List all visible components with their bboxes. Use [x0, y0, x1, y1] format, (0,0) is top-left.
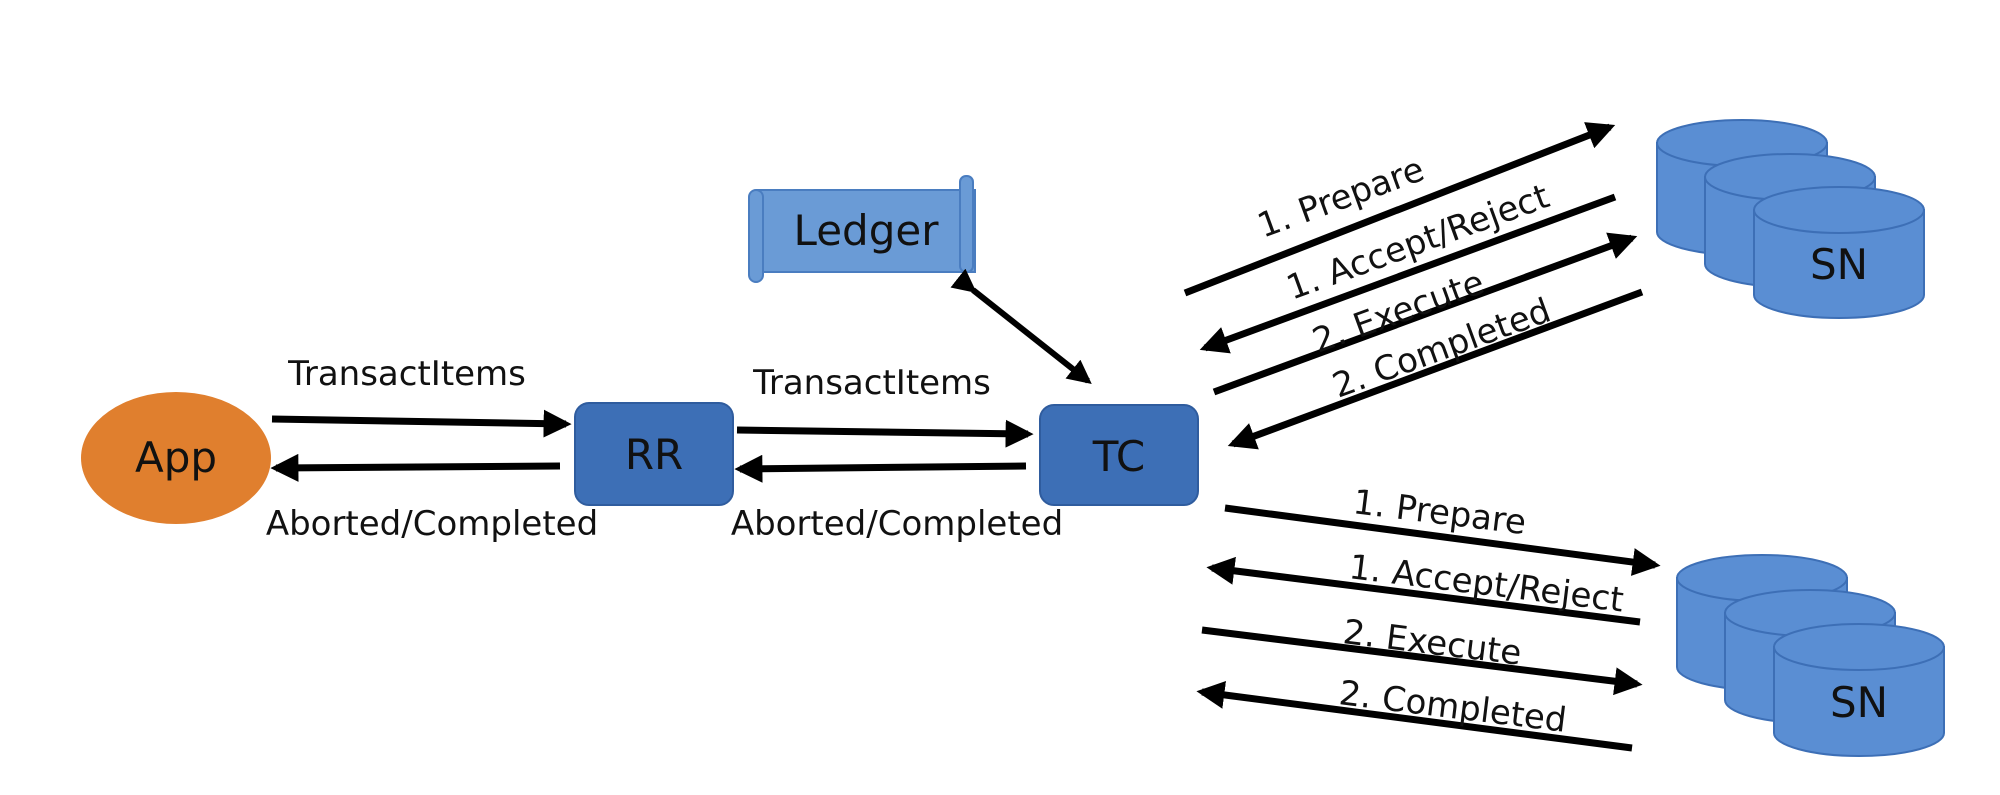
tc-node: TC [1039, 404, 1199, 506]
app-node: App [81, 392, 271, 524]
top-accept-arrow [1199, 193, 1617, 354]
top-prepare-arrow [1183, 122, 1616, 297]
ledger-tc-arrow [950, 268, 1092, 384]
bottom-completed-label: 2. Completed [1337, 673, 1569, 741]
top-completed-arrow [1227, 288, 1644, 450]
tc-label: TC [1092, 432, 1146, 481]
sn-top-label: SN [1810, 240, 1868, 289]
sn-bottom-label: SN [1830, 678, 1888, 727]
app-rr-request-arrow [271, 409, 572, 438]
top-execute-arrow [1212, 232, 1638, 396]
app-rr-response-arrow [270, 453, 561, 482]
rr-label: RR [625, 430, 683, 479]
app-label: App [135, 433, 217, 482]
app-rr-response-label: Aborted/Completed [266, 504, 598, 544]
rr-node: RR [574, 402, 734, 506]
bottom-completed-arrow [1196, 681, 1633, 752]
rr-tc-response-arrow [734, 454, 1027, 483]
rr-tc-request-label: TransactItems [752, 363, 991, 403]
rr-tc-request-arrow [736, 419, 1034, 448]
sn-bottom-node: SN [1676, 554, 1945, 757]
bottom-accept-arrow [1206, 556, 1641, 626]
rr-tc-response-label: Aborted/Completed [731, 504, 1063, 544]
bottom-execute-arrow [1201, 626, 1643, 696]
ledger-node: Ledger [748, 175, 976, 283]
app-rr-request-label: TransactItems [287, 354, 526, 394]
sn-top-node: SN [1656, 119, 1925, 319]
bottom-execute-label: 2. Execute [1341, 612, 1524, 674]
bottom-prepare-arrow [1224, 504, 1661, 576]
ledger-label: Ledger [794, 206, 940, 255]
